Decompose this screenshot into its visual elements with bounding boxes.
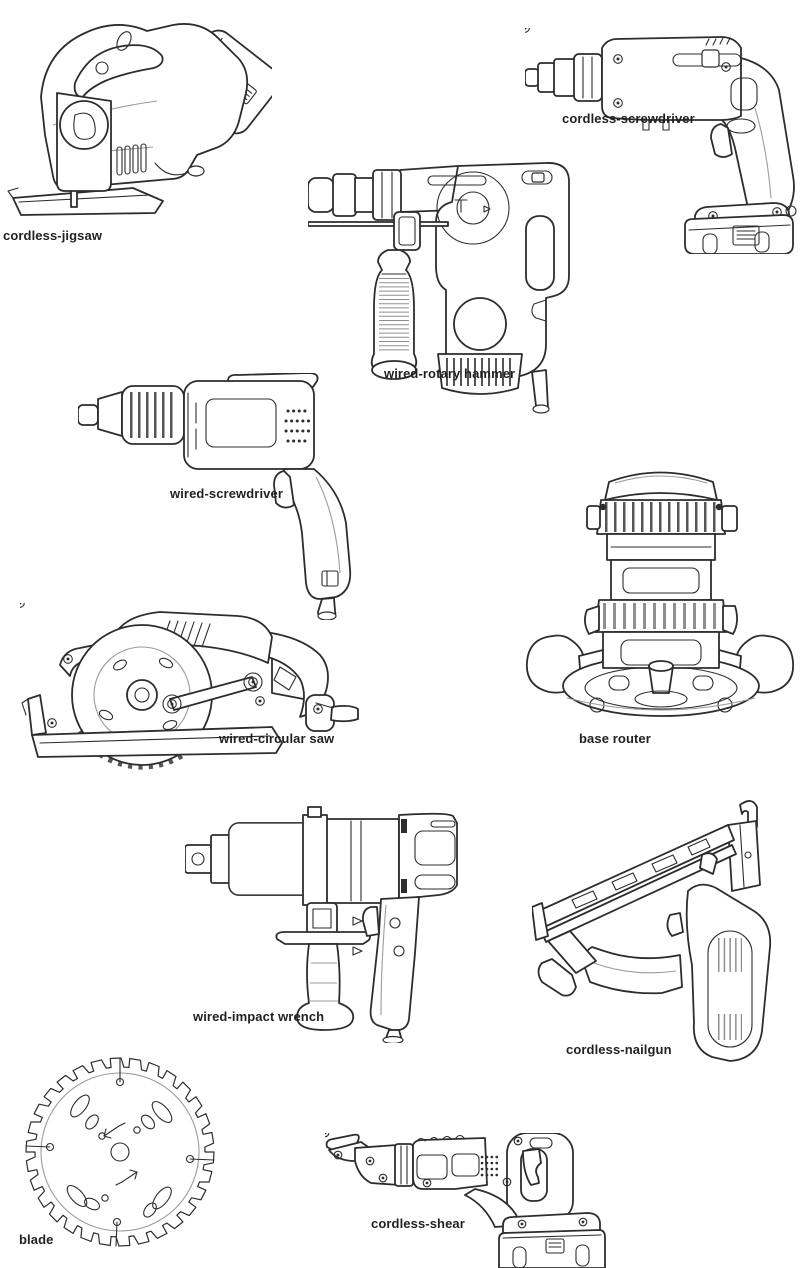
- wired-screwdriver-illustration: [77, 372, 352, 621]
- label-wired-circular-saw: wired-circular saw: [219, 731, 335, 746]
- label-wired-rotary-hammer: wired-rotary hammer: [384, 366, 516, 381]
- cordless-jigsaw-illustration: [7, 23, 281, 216]
- label-cordless-nailgun: cordless-nailgun: [566, 1042, 672, 1057]
- cordless-nailgun-illustration: [531, 800, 772, 1062]
- wired-rotary-hammer-illustration: [307, 162, 570, 414]
- label-wired-impact-wrench: wired-impact wrench: [193, 1009, 325, 1024]
- figure-wired-rotary-hammer: [307, 158, 576, 419]
- label-cordless-jigsaw: cordless-jigsaw: [3, 228, 103, 243]
- label-base-router: base router: [579, 731, 651, 746]
- cordless-shear-illustration: [320, 1128, 606, 1268]
- label-cordless-shear: cordless-shear: [371, 1216, 465, 1231]
- cordless-screwdriver-illustration: [520, 23, 797, 255]
- blade-teeth-path: [25, 1057, 215, 1247]
- figure-cordless-nailgun: [531, 795, 777, 1072]
- figure-wired-impact-wrench: [184, 803, 460, 1048]
- label-cordless-screwdriver: cordless-screwdriver: [562, 111, 695, 126]
- label-wired-screwdriver: wired-screwdriver: [170, 486, 283, 501]
- figure-base-router: [523, 460, 797, 727]
- figure-cordless-screwdriver: [520, 23, 797, 259]
- wired-impact-wrench-illustration: [184, 806, 458, 1045]
- blade-illustration: [25, 1057, 215, 1247]
- figure-wired-circular-saw: [15, 598, 360, 782]
- figure-cordless-shear: [320, 1128, 607, 1268]
- label-blade: blade: [19, 1232, 54, 1247]
- base-router-illustration: [526, 471, 794, 717]
- figure-wired-screwdriver: [77, 372, 368, 625]
- rotation-arrow-icon: [103, 1122, 138, 1186]
- wired-circular-saw-illustration: [15, 598, 359, 770]
- figure-cordless-jigsaw: [5, 5, 281, 228]
- figure-blade: [22, 1056, 218, 1257]
